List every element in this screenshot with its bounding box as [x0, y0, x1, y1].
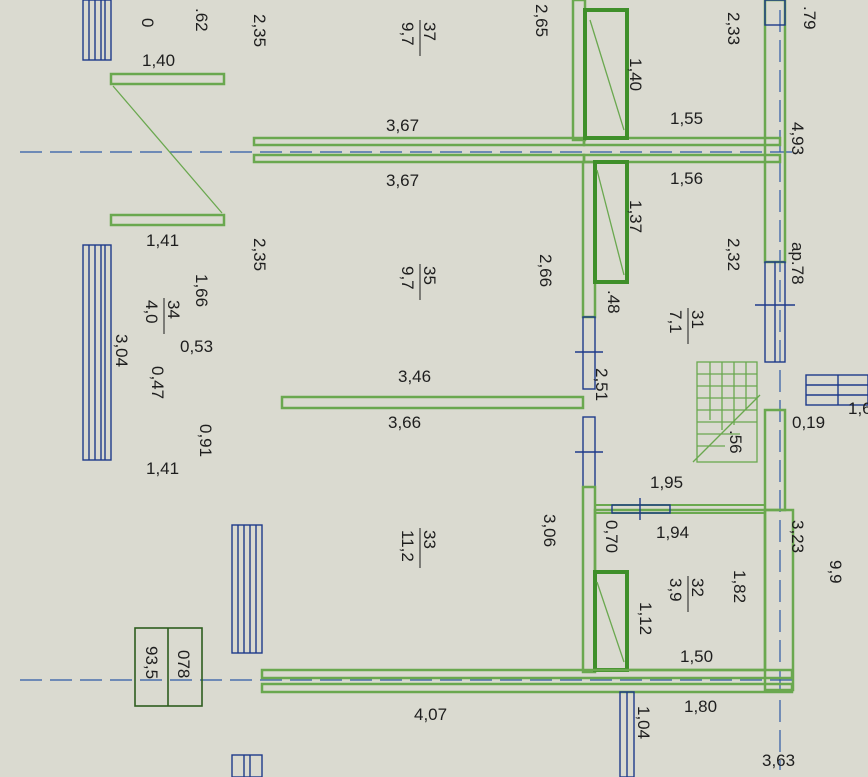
dim-label: 1,56: [670, 169, 703, 188]
dim-label: 0,53: [180, 337, 213, 356]
dim-label: 4,93: [788, 122, 807, 155]
dim-label: 3,46: [398, 367, 431, 386]
staircase: [692, 361, 761, 463]
dim-label: 1,40: [626, 58, 645, 91]
dim-label: .56: [726, 430, 745, 454]
dim-label: 0,70: [602, 520, 621, 553]
dim-label: ар.78: [788, 242, 807, 285]
dim-label: 0,19: [792, 413, 825, 432]
dim-label: 1,80: [684, 697, 717, 716]
svg-text:33: 33: [420, 530, 439, 549]
svg-text:35: 35: [420, 266, 439, 285]
dim-label: 1,55: [670, 109, 703, 128]
dim-label: 1,04: [634, 706, 653, 739]
dim-label: 1,95: [650, 473, 683, 492]
dim-label: 2,32: [724, 238, 743, 271]
area-stamp: 078 93,5: [134, 627, 203, 707]
svg-text:7,1: 7,1: [666, 310, 685, 334]
dim-label: 2,65: [532, 4, 551, 37]
dim-label: 3,23: [788, 520, 807, 553]
dim-label: 2,35: [250, 14, 269, 47]
dim-label: 2,33: [724, 12, 743, 45]
dim-label: 4,07: [414, 705, 447, 724]
svg-text:32: 32: [688, 578, 707, 597]
dim-label: 2,35: [250, 238, 269, 271]
dim-label: 2,51: [592, 368, 611, 401]
left-exterior-window: [82, 0, 263, 777]
room-34-label: 34 4,0: [142, 298, 183, 334]
dim-label: 1,50: [680, 647, 713, 666]
svg-text:9,7: 9,7: [398, 266, 417, 290]
dim-label: 1,41: [146, 459, 179, 478]
dim-label: 1,94: [656, 523, 689, 542]
dim-label: 1,12: [636, 602, 655, 635]
dim-label: 3,63: [762, 751, 795, 770]
svg-text:4,0: 4,0: [142, 300, 161, 324]
dim-label: 3,67: [386, 171, 419, 190]
room-labels: 37 9,7 35 9,7 34 4,0 31 7,1 33 11,2 32 3…: [142, 20, 707, 612]
dim-label: 1,66: [192, 274, 211, 307]
room-32-label: 32 3,9: [666, 576, 707, 612]
axis-lines: [20, 10, 800, 770]
dim-label: 0,47: [148, 366, 167, 399]
dim-label: 0,91: [196, 424, 215, 457]
dim-label: 9,9: [826, 560, 845, 584]
svg-text:3,9: 3,9: [666, 578, 685, 602]
dim-label: 2,66: [536, 254, 555, 287]
room-35-label: 35 9,7: [398, 264, 439, 300]
svg-text:31: 31: [688, 310, 707, 329]
dim-label: 1,82: [730, 570, 749, 603]
dim-label: 3,66: [388, 413, 421, 432]
dim-label: 3,67: [386, 116, 419, 135]
dim-label: 1,40: [142, 51, 175, 70]
dim-label: 3,06: [540, 514, 559, 547]
dim-label: 1,6: [848, 399, 868, 418]
green-walls: [109, 0, 868, 777]
svg-text:34: 34: [164, 300, 183, 319]
dim-label: 0: [138, 18, 157, 27]
dimension-labels: .62 2,35 2,65 2,33 .79 1,40 1,40 3,67 1,…: [112, 4, 868, 770]
svg-text:11,2: 11,2: [398, 530, 417, 562]
svg-text:37: 37: [420, 22, 439, 41]
stamp-line2: 93,5: [142, 646, 161, 679]
stamp-line1: 078: [174, 650, 193, 678]
room-31-label: 31 7,1: [666, 308, 707, 344]
room-33-label: 33 11,2: [398, 528, 439, 568]
dim-label: 3,04: [112, 334, 131, 367]
dim-label: .62: [192, 8, 211, 32]
dim-label: 1,41: [146, 231, 179, 250]
room-37-label: 37 9,7: [398, 20, 439, 56]
dim-label: 1,37: [626, 200, 645, 233]
dim-label: .79: [800, 6, 819, 30]
dim-label: .48: [604, 290, 623, 314]
svg-text:9,7: 9,7: [398, 22, 417, 46]
